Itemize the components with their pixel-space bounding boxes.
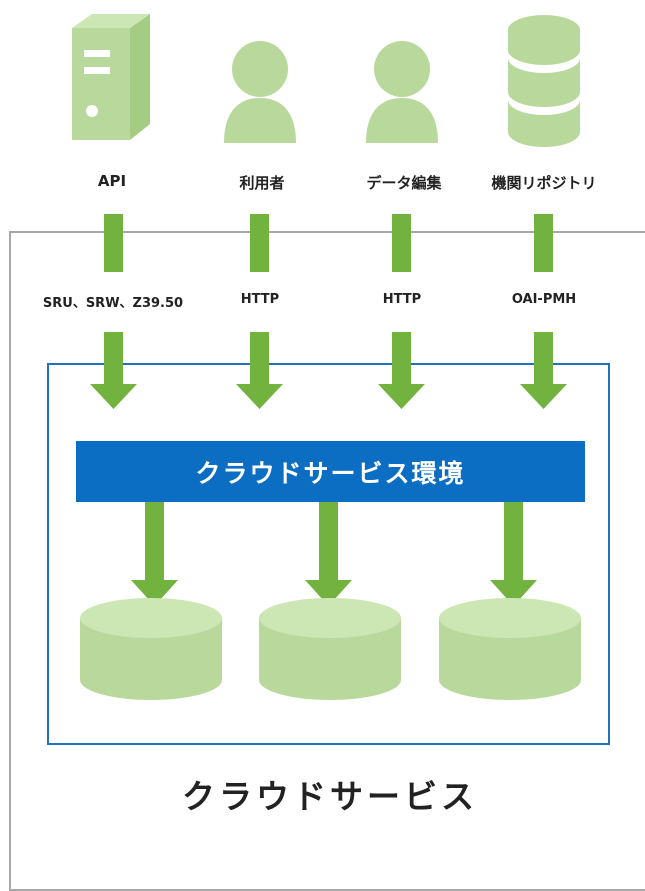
cloud-environment-bar: クラウドサービス環境: [76, 441, 585, 502]
source-label-api: API: [97, 172, 127, 190]
database-cylinder-icon: [259, 598, 401, 700]
database-cylinder-icon: [80, 598, 222, 700]
database-group: [80, 502, 581, 700]
user-icon: [366, 41, 438, 143]
source-label-repository: 機関リポジトリ: [491, 174, 597, 192]
database-arrows: [131, 502, 537, 606]
source-label-data-edit: データ編集: [366, 174, 442, 192]
source-connectors: [90, 214, 567, 409]
protocol-label-repository: OAI-PMH: [511, 292, 577, 307]
database-cylinder-icon: [439, 598, 581, 700]
protocol-label-data-edit: HTTP: [382, 292, 422, 307]
protocol-label-user: HTTP: [240, 292, 280, 307]
user-icon: [224, 41, 296, 143]
server-icon: [72, 14, 150, 140]
source-label-user: 利用者: [239, 174, 285, 192]
protocol-label-api: SRU、SRW、Z39.50: [42, 296, 184, 311]
database-icon: [508, 15, 580, 147]
cloud-service-title: クラウドサービス: [182, 777, 478, 816]
